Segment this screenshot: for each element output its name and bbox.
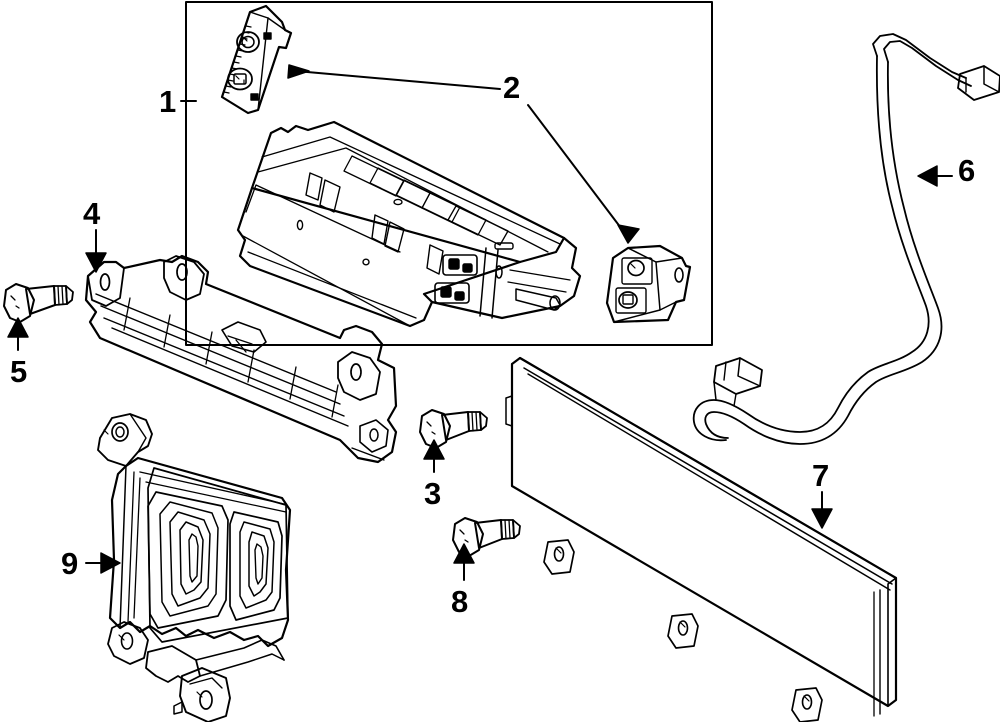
screw-8: [452, 517, 521, 557]
speaker-subwoofer: [97, 413, 292, 722]
leader-3: [423, 439, 445, 473]
callout-label-9: 9: [61, 546, 79, 581]
leader-7: [811, 491, 833, 529]
connector-bracket-top: [220, 4, 293, 115]
leader-6: [917, 165, 953, 187]
leader-4: [85, 229, 107, 273]
leader-8: [453, 543, 475, 581]
screw-5: [3, 283, 74, 323]
leader-2: [287, 64, 640, 244]
callout-label-7: 7: [812, 458, 830, 493]
screw-3: [419, 409, 488, 449]
callout-label-3: 3: [424, 476, 442, 511]
amplifier-main-unit: [236, 120, 582, 328]
callout-label-6: 6: [958, 153, 976, 188]
leader-9: [85, 552, 121, 574]
assembly-group-1-box: [185, 1, 713, 346]
antenna-cable: [692, 33, 1000, 445]
callout-label-5: 5: [10, 354, 28, 389]
display-panel: [505, 356, 898, 722]
mounting-bracket-rail: [84, 254, 398, 464]
callout-label-2: 2: [503, 70, 521, 105]
leader-5: [7, 317, 29, 351]
callout-label-4: 4: [83, 196, 101, 231]
callout-label-1: 1: [159, 84, 177, 119]
callout-label-8: 8: [451, 584, 469, 619]
connector-bracket-lower: [605, 244, 692, 324]
